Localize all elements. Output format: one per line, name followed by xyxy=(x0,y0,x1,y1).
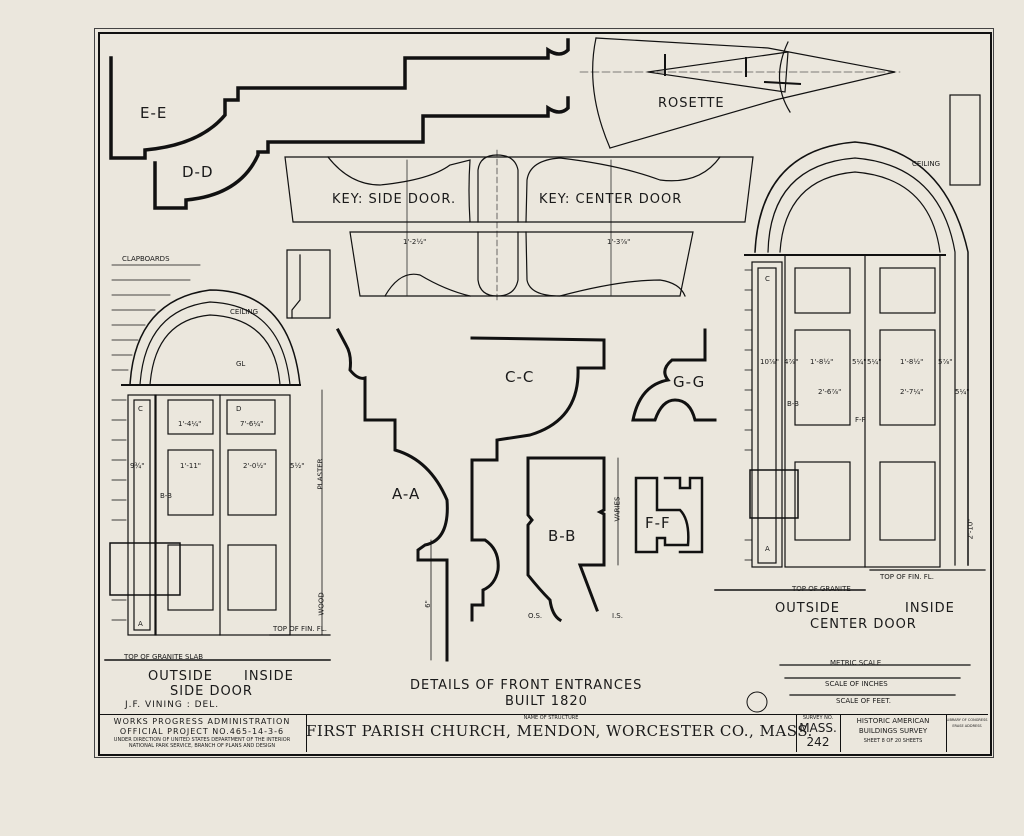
marker-center-a: A xyxy=(765,545,770,553)
habs-line-2: BUILDINGS SURVEY xyxy=(858,727,928,735)
name-of-structure-label: NAME OF STRUCTURE xyxy=(523,715,579,721)
sheet-inner-border xyxy=(98,32,992,756)
dim-side-0: 9¾" xyxy=(130,462,145,470)
dim-key-side: 1'-2½" xyxy=(403,238,427,246)
drawing-title: DETAILS OF FRONT ENTRANCES xyxy=(410,678,643,693)
label-top-granite: TOP OF GRANITE xyxy=(792,585,851,593)
marker-center-c: C xyxy=(765,275,770,283)
label-inside-surface: I.S. xyxy=(612,612,623,620)
dim-center-6: 5⅞" xyxy=(938,358,953,366)
label-key-center-door: KEY: CENTER DOOR xyxy=(539,192,683,207)
label-plaster: PLASTER xyxy=(316,458,325,490)
label-section-e-e: E-E xyxy=(140,104,168,122)
marker-side-b-b: B-B xyxy=(160,492,172,500)
dim-6in: 6" xyxy=(423,600,432,608)
profile-b-b xyxy=(526,456,606,612)
label-varies: VARIES xyxy=(613,496,622,522)
dim-key-center: 1'-3⅞" xyxy=(607,238,631,246)
title-block-divider xyxy=(796,714,797,752)
marker-side-d: D xyxy=(236,405,242,413)
marker-center-b-b: B-B xyxy=(787,400,799,408)
library-line-1: LIBRARY OF CONGRESS xyxy=(946,718,988,722)
caption-side-inside: INSIDE xyxy=(244,669,294,684)
label-clapboards: CLAPBOARDS xyxy=(122,255,170,263)
wpa-line-3: UNDER DIRECTION OF UNITED STATES DEPARTM… xyxy=(113,737,291,743)
seal-stamp xyxy=(746,691,768,713)
structure-name: FIRST PARISH CHURCH, MENDON, WORCESTER C… xyxy=(306,722,813,740)
library-line-2: ERASE ADDRESS xyxy=(952,724,982,728)
profile-e-e xyxy=(109,38,570,160)
marker-side-c: C xyxy=(138,405,143,413)
key-drawing xyxy=(284,149,754,301)
dim-center-1: 4⅞" xyxy=(784,358,799,366)
dim-side-4: 1'-4¼" xyxy=(178,420,202,428)
label-scale-feet: SCALE OF FEET. xyxy=(836,697,891,705)
dim-side-1: 1'-11" xyxy=(180,462,202,470)
profile-a-a xyxy=(335,327,449,662)
label-section-d-d: D-D xyxy=(182,163,214,181)
caption-center-outside: OUTSIDE xyxy=(775,601,840,616)
title-block-divider xyxy=(306,714,307,752)
profile-g-g xyxy=(631,328,717,422)
dim-side-2: 2'-0½" xyxy=(243,462,267,470)
marker-side-a: A xyxy=(138,620,143,628)
wpa-line-4: NATIONAL PARK SERVICE, BRANCH OF PLANS A… xyxy=(128,743,276,749)
label-side-ceiling: CEILING xyxy=(230,308,258,316)
label-section-g-g: G-G xyxy=(673,373,706,391)
label-section-f-f: F-F xyxy=(645,514,671,532)
profile-c-c xyxy=(470,336,606,622)
profile-f-f xyxy=(634,476,690,554)
dim-side-6: 7'-6¼" xyxy=(240,420,264,428)
side-door-elevation xyxy=(104,249,331,661)
dim-center-3: 5¼" xyxy=(852,358,867,366)
label-outside-surface: O.S. xyxy=(528,612,543,620)
survey-number: 242 xyxy=(806,735,830,749)
title-block xyxy=(98,714,988,753)
profile-d-d xyxy=(153,96,570,210)
label-section-c-c: C-C xyxy=(505,368,535,386)
marker-center-f-f: F-F xyxy=(855,416,866,424)
delineator: J.F. VINING : DEL. xyxy=(125,700,220,710)
caption-center-inside: INSIDE xyxy=(905,601,955,616)
center-door-elevation xyxy=(714,94,986,591)
survey-no-label: SURVEY NO. xyxy=(802,715,834,721)
label-section-a-a: A-A xyxy=(392,485,421,503)
dim-center-9: 5¼" xyxy=(955,388,970,396)
habs-line-1: HISTORIC AMERICAN xyxy=(856,717,930,725)
wpa-line-2: OFFICIAL PROJECT NO.465-14-3-6 xyxy=(119,727,285,736)
dim-center-5: 1'-8½" xyxy=(900,358,924,366)
label-top-granite-slab: TOP OF GRANITE SLAB xyxy=(124,653,204,661)
dim-center-2: 1'-8½" xyxy=(810,358,834,366)
caption-side-door: SIDE DOOR xyxy=(170,684,253,699)
label-gl: GL xyxy=(236,360,246,368)
caption-center-door: CENTER DOOR xyxy=(810,617,917,632)
dim-center-7: 2'-6⅞" xyxy=(818,388,842,396)
label-metric-scale: METRIC SCALE xyxy=(830,659,882,667)
label-key-side-door: KEY: SIDE DOOR. xyxy=(332,192,457,207)
caption-side-outside: OUTSIDE xyxy=(148,669,213,684)
label-center-ceiling: CEILING xyxy=(912,160,940,168)
label-center-top-fin-fl: TOP OF FIN. FL. xyxy=(880,573,934,581)
label-rosette: ROSETTE xyxy=(658,96,725,111)
dim-center-0: 10⅞" xyxy=(760,358,779,366)
dim-center-2ft10: 2'-10" xyxy=(966,518,975,540)
wpa-line-1: WORKS PROGRESS ADMINISTRATION xyxy=(113,717,291,726)
sheet-number: SHEET 8 OF 20 SHEETS xyxy=(863,738,923,744)
label-scale-inches: SCALE OF INCHES xyxy=(825,680,888,688)
label-section-b-b: B-B xyxy=(548,527,577,545)
drawing-built-year: BUILT 1820 xyxy=(505,694,588,709)
title-block-divider xyxy=(840,714,841,752)
dim-center-8: 2'-7¼" xyxy=(900,388,924,396)
scale-bars xyxy=(779,664,971,696)
label-side-top-fin-fl: TOP OF FIN. FL. xyxy=(273,625,327,633)
title-block-divider xyxy=(946,714,947,752)
survey-state: MASS. xyxy=(799,721,837,735)
dim-side-3: 5½" xyxy=(290,462,305,470)
sheet-outer-border xyxy=(94,28,994,758)
rosette-drawing xyxy=(579,37,901,149)
dim-center-4: 5¼" xyxy=(867,358,882,366)
label-wood: WOOD xyxy=(317,592,326,616)
